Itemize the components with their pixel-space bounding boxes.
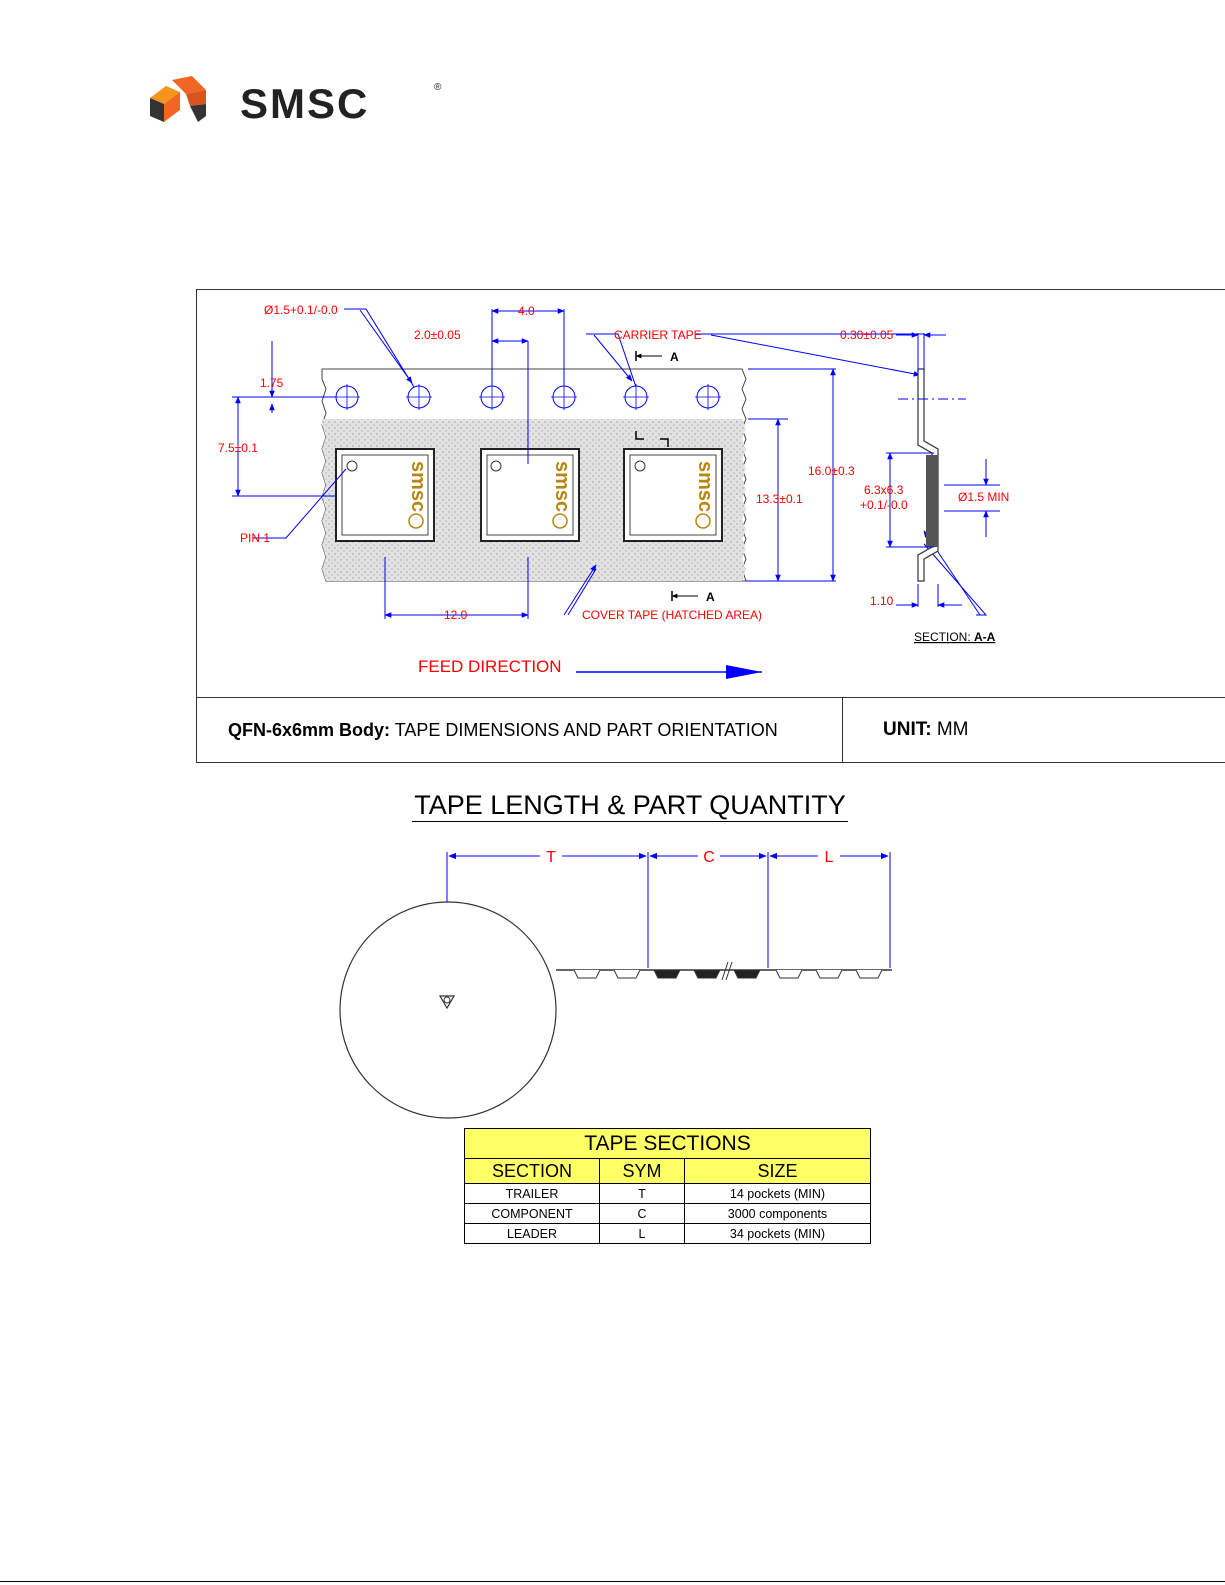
cell-section: COMPONENT <box>464 1203 600 1224</box>
tape-drawing-frame <box>196 289 1225 763</box>
label-trailer-t: T <box>546 850 556 866</box>
table-caption: TAPE SECTIONS <box>464 1128 871 1159</box>
label-carrier-tape: CARRIER TAPE <box>614 328 702 342</box>
cell-size: 14 pockets (MIN) <box>684 1183 871 1204</box>
section-label: SECTION: A-A <box>914 630 996 644</box>
cell-sym: C <box>599 1203 685 1224</box>
part-marking-3: smsc <box>694 461 716 512</box>
header-size: SIZE <box>684 1158 871 1184</box>
unit-bold: UNIT: <box>883 719 932 740</box>
dim-pocket-size: 6.3x6.3 <box>864 483 904 497</box>
part-marking-1: smsc <box>407 461 429 512</box>
svg-text:®: ® <box>434 82 442 93</box>
label-cover-tape: COVER TAPE (HATCHED AREA) <box>582 608 762 622</box>
dim-hole-to-center: 7.5±0.1 <box>218 441 258 455</box>
table-row: LEADER L 34 pockets (MIN) <box>464 1223 871 1244</box>
tape-length-heading: TAPE LENGTH & PART QUANTITY <box>412 790 848 822</box>
label-leader-l: L <box>825 850 834 866</box>
feed-direction-label: FEED DIRECTION <box>418 657 562 676</box>
cell-section: LEADER <box>464 1223 600 1244</box>
drawing-title: QFN-6x6mm Body: TAPE DIMENSIONS AND PART… <box>196 698 843 762</box>
label-component-c: C <box>703 850 715 866</box>
cell-section: TRAILER <box>464 1183 600 1204</box>
header-section: SECTION <box>464 1158 600 1184</box>
dim-hole-diameter: Ø1.5+0.1/-0.0 <box>264 303 338 317</box>
section-marker-bottom: A <box>706 590 715 604</box>
dim-pocket-pitch: 12.0 <box>444 608 468 622</box>
dim-edge-to-hole: 1.75 <box>260 376 284 390</box>
smsc-logo: SMSC ® <box>150 76 442 127</box>
unit-rest: MM <box>931 719 969 740</box>
tape-sections-table: TAPE SECTIONS SECTION SYM SIZE TRAILER T… <box>464 1128 871 1244</box>
drawing-title-block: QFN-6x6mm Body: TAPE DIMENSIONS AND PART… <box>196 697 1225 763</box>
drawing-title-bold: QFN-6x6mm Body: <box>228 719 391 740</box>
reel-diagram: T C L <box>339 850 892 1119</box>
label-pin1: PIN 1 <box>240 531 270 545</box>
dim-pocket-depth: 1.10 <box>870 594 894 608</box>
dim-pocket-tolerance: +0.1/-0.0 <box>860 498 908 512</box>
table-row: TRAILER T 14 pockets (MIN) <box>464 1183 871 1204</box>
page-bottom-rule <box>0 1581 1225 1582</box>
dim-hole-to-pocket: 2.0±0.05 <box>414 328 461 342</box>
header-sym: SYM <box>599 1158 685 1184</box>
dim-cover-width: 13.3±0.1 <box>756 492 803 506</box>
dim-tape-width: 16.0±0.3 <box>808 464 855 478</box>
dim-pocket-hole: Ø1.5 MIN <box>958 490 1009 504</box>
cell-size: 34 pockets (MIN) <box>684 1223 871 1244</box>
logo-wordmark: SMSC <box>240 80 369 127</box>
drawing-title-rest: TAPE DIMENSIONS AND PART ORIENTATION <box>390 719 778 740</box>
cell-sym: L <box>599 1223 685 1244</box>
dim-tape-thickness: 0.30±0.05 <box>840 328 894 342</box>
tape-dimension-drawing: smsc smsc smsc A A <box>218 303 1009 679</box>
section-marker-top: A <box>670 350 679 364</box>
cell-size: 3000 components <box>684 1203 871 1224</box>
drawing-unit: UNIT: MM <box>843 698 1028 762</box>
table-row: COMPONENT C 3000 components <box>464 1203 871 1224</box>
part-marking-2: smsc <box>551 461 573 512</box>
cell-sym: T <box>599 1183 685 1204</box>
dim-hole-pitch: 4.0 <box>518 304 535 318</box>
